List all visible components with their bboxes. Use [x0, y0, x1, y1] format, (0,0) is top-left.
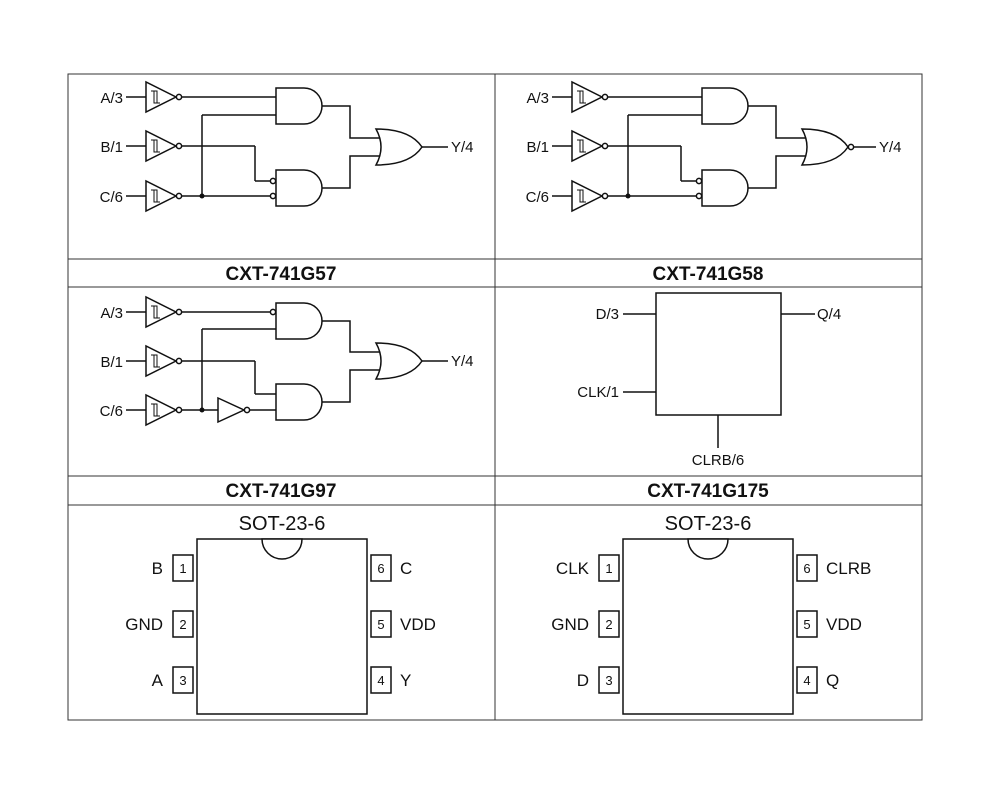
schmitt-buffer-b — [145, 130, 183, 162]
pin-label: A — [152, 671, 164, 690]
inverter — [217, 397, 251, 423]
pin-number: 4 — [803, 673, 810, 688]
input-c-label: C/6 — [100, 189, 123, 206]
part-title-741g57: CXT-741G57 — [226, 264, 337, 285]
schematic-741g175: D/3 CLK/1 Q/4 CLRB/6 — [577, 292, 841, 469]
pin-number: 3 — [179, 673, 186, 688]
schmitt-buffer-a — [145, 296, 183, 328]
schmitt-buffer-c — [571, 180, 609, 212]
pin-label: GND — [551, 615, 589, 634]
pin-number: 5 — [803, 617, 810, 632]
and-gate-1 — [275, 87, 323, 125]
package-body — [196, 538, 368, 715]
package-pinout-1: SOT-23-6 1 2 3 B GND A 6 5 4 C VDD Y — [125, 513, 436, 715]
schmitt-buffer-c — [145, 394, 183, 426]
input-a-label: A/3 — [100, 305, 123, 322]
and-gate-2 — [275, 169, 323, 207]
pin-number: 6 — [377, 561, 384, 576]
and-gate-2 — [275, 383, 323, 421]
schematic-741g57: A/3 B/1 C/6 Y/4 — [100, 81, 474, 212]
pin-label: VDD — [400, 615, 436, 634]
pin-label: CLRB — [826, 559, 871, 578]
package-name: SOT-23-6 — [239, 513, 326, 535]
pin-label: B — [152, 559, 163, 578]
input-a-label: A/3 — [526, 90, 549, 107]
package-body — [622, 538, 794, 715]
schmitt-buffer-b — [145, 345, 183, 377]
schmitt-buffer-a — [145, 81, 183, 113]
pin-label: CLK — [556, 559, 590, 578]
input-clrb-label: CLRB/6 — [692, 452, 745, 469]
pin-number: 1 — [605, 561, 612, 576]
input-c-label: C/6 — [526, 189, 549, 206]
pin-label: GND — [125, 615, 163, 634]
pin-label: Q — [826, 671, 839, 690]
output-y-label: Y/4 — [451, 353, 474, 370]
pin1-notch — [687, 538, 729, 560]
schmitt-buffer-a — [571, 81, 609, 113]
and-gate-1 — [275, 302, 323, 340]
pin-label: VDD — [826, 615, 862, 634]
output-y-label: Y/4 — [451, 139, 474, 156]
schmitt-buffer-c — [145, 180, 183, 212]
schematic-741g97: A/3 B/1 C/6 Y/4 — [100, 296, 474, 426]
input-b-label: B/1 — [100, 139, 123, 156]
pin-number: 2 — [605, 617, 612, 632]
pin-number: 6 — [803, 561, 810, 576]
pin-number: 5 — [377, 617, 384, 632]
and-gate-2 — [701, 169, 749, 207]
schmitt-buffer-b — [571, 130, 609, 162]
package-name: SOT-23-6 — [665, 513, 752, 535]
package-pinout-2: SOT-23-6 1 2 3 CLK GND D 6 5 4 CLRB VDD … — [551, 513, 871, 715]
nor-gate — [801, 128, 849, 166]
input-c-label: C/6 — [100, 403, 123, 420]
input-b-label: B/1 — [526, 139, 549, 156]
flip-flop-block — [655, 292, 782, 416]
input-clk-label: CLK/1 — [577, 384, 619, 401]
pin-number: 3 — [605, 673, 612, 688]
pin-number: 4 — [377, 673, 384, 688]
table-frame — [67, 73, 923, 721]
pin-label: D — [577, 671, 589, 690]
or-gate — [375, 342, 423, 380]
schematic-741g58: A/3 B/1 C/6 Y/4 — [526, 81, 902, 212]
part-title-741g175: CXT-741G175 — [647, 481, 769, 502]
pin1-notch — [261, 538, 303, 560]
part-title-741g97: CXT-741G97 — [226, 481, 337, 502]
input-b-label: B/1 — [100, 354, 123, 371]
part-title-741g58: CXT-741G58 — [653, 264, 764, 285]
pin-label: Y — [400, 671, 411, 690]
input-a-label: A/3 — [100, 90, 123, 107]
input-d-label: D/3 — [596, 306, 619, 323]
pin-number: 2 — [179, 617, 186, 632]
or-gate — [375, 128, 423, 166]
and-gate-1 — [701, 87, 749, 125]
pin-label: C — [400, 559, 412, 578]
output-q-label: Q/4 — [817, 306, 841, 323]
pin-number: 1 — [179, 561, 186, 576]
output-y-label: Y/4 — [879, 139, 902, 156]
